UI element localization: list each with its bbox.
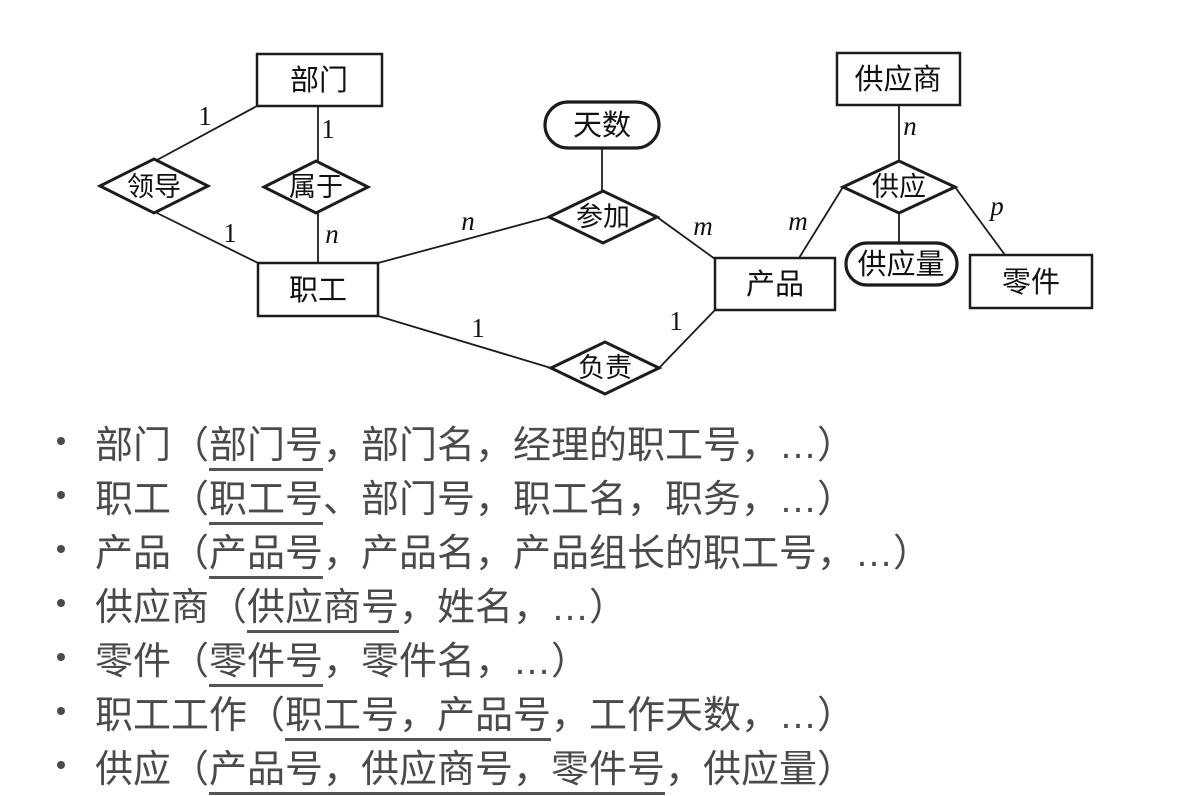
relationship-participate: 参加 — [545, 189, 661, 245]
entity-supplier-label: 供应商 — [854, 63, 941, 96]
schema-text-segment: ，部门名，经理的职工号，…） — [323, 424, 856, 467]
cardinality-emp-participate: n — [461, 206, 475, 236]
schema-text-segment: 、部门号，职工名，职务，…） — [323, 478, 856, 521]
list-item: 零件（零件号，零件名，…） — [57, 630, 1157, 687]
list-item: 供应（产品号，供应商号，零件号，供应量） — [57, 738, 1157, 795]
list-item: 产品（产品号，产品名，产品组长的职工号，…） — [57, 522, 1157, 579]
cardinality-belong-emp: n — [325, 219, 339, 249]
relationship-lead-label: 领导 — [127, 172, 181, 202]
entity-product-label: 产品 — [746, 268, 804, 301]
schema-text-segment: ，工作天数，…） — [551, 694, 856, 737]
primary-key-segment: 产品号 — [209, 532, 324, 579]
relationship-responsible-label: 负责 — [578, 353, 632, 383]
bullet-icon — [57, 491, 65, 499]
attribute-supply-amount: 供应量 — [844, 241, 959, 287]
schema-text-segment: 供应商（ — [95, 586, 248, 629]
attribute-days: 天数 — [543, 100, 661, 150]
cardinality-lead-emp: 1 — [223, 218, 237, 248]
schema-text: 产品（产品号，产品名，产品组长的职工号，…） — [95, 522, 932, 579]
bullet-icon — [57, 437, 65, 445]
schema-text-segment: 职工工作（ — [95, 694, 286, 737]
schema-text-segment: ，零件名，…） — [323, 640, 590, 683]
schema-text: 职工工作（职工号，产品号，工作天数，…） — [95, 684, 856, 741]
schema-text: 供应（产品号，供应商号，零件号，供应量） — [95, 738, 856, 795]
edge-employee-participate — [377, 216, 550, 264]
entity-employee-label: 职工 — [289, 275, 347, 307]
cardinality-dept-belong: 1 — [321, 114, 335, 144]
primary-key-segment: 职工号 — [209, 478, 324, 525]
entity-employee: 职工 — [256, 261, 380, 318]
schema-text-segment: ，产品名，产品组长的职工号，…） — [323, 532, 932, 575]
cardinality-emp-responsible: 1 — [471, 313, 485, 343]
er-diagram: 部门 职工 产品 供应商 零件 领导 属于 参加 — [96, 51, 1094, 396]
schema-list: 部门（部门号，部门名，经理的职工号，…）职工（职工号、部门号，职工名，职务，…）… — [57, 414, 1157, 795]
bullet-icon — [57, 545, 65, 553]
entity-part: 零件 — [968, 253, 1094, 310]
schema-text-segment: 供应（ — [95, 748, 210, 791]
cardinality-dept-lead: 1 — [198, 101, 212, 131]
primary-key-segment: 部门号 — [209, 424, 324, 471]
edge-participate-product — [656, 216, 716, 260]
schema-text-segment: 产品（ — [95, 532, 210, 575]
entity-part-label: 零件 — [1002, 266, 1060, 299]
relationship-lead: 领导 — [96, 157, 212, 215]
list-item: 职工工作（职工号，产品号，工作天数，…） — [57, 684, 1157, 741]
relationship-belong: 属于 — [260, 159, 372, 215]
bullet-icon — [57, 761, 65, 769]
attribute-days-label: 天数 — [573, 109, 631, 142]
primary-key-segment: 职工号，产品号 — [285, 694, 552, 741]
bullet-icon — [57, 653, 65, 661]
schema-text: 零件（零件号，零件名，…） — [95, 630, 590, 687]
entity-product: 产品 — [713, 256, 837, 312]
bullet-icon — [57, 599, 65, 607]
schema-text-segment: 部门（ — [95, 424, 210, 467]
schema-text: 部门（部门号，部门名，经理的职工号，…） — [95, 414, 856, 471]
edge-lead-employee — [156, 212, 259, 264]
edge-supply-part — [954, 186, 1006, 256]
list-item: 部门（部门号，部门名，经理的职工号，…） — [57, 414, 1157, 471]
edge-department-lead — [156, 105, 258, 161]
entity-department-label: 部门 — [290, 64, 348, 97]
schema-text-segment: 零件（ — [95, 640, 210, 683]
relationship-responsible: 负责 — [547, 340, 663, 396]
entity-supplier: 供应商 — [835, 51, 962, 107]
schema-text-segment: ，供应量） — [665, 748, 856, 791]
relationship-supply-label: 供应 — [872, 172, 926, 202]
primary-key-segment: 零件号 — [209, 640, 324, 687]
relationship-belong-label: 属于 — [289, 172, 343, 202]
schema-text: 供应商（供应商号，姓名，…） — [95, 576, 628, 633]
edge-employee-responsible — [377, 315, 552, 369]
entity-department: 部门 — [255, 52, 384, 108]
edge-supply-product — [798, 186, 844, 259]
schema-text: 职工（职工号、部门号，职工名，职务，…） — [95, 468, 856, 525]
primary-key-segment: 供应商号 — [247, 586, 400, 633]
primary-key-segment: 产品号，供应商号，零件号 — [209, 748, 666, 795]
cardinality-responsible-product: 1 — [669, 306, 683, 336]
edge-responsible-product — [658, 309, 716, 369]
cardinality-participate-product: m — [693, 211, 713, 241]
list-item: 职工（职工号、部门号，职工名，职务，…） — [57, 468, 1157, 525]
cardinality-supplier-supply: n — [903, 111, 917, 141]
cardinality-supply-part: p — [988, 191, 1004, 221]
list-item: 供应商（供应商号，姓名，…） — [57, 576, 1157, 633]
schema-text-segment: ，姓名，…） — [399, 586, 628, 629]
schema-text-segment: 职工（ — [95, 478, 210, 521]
bullet-icon — [57, 707, 65, 715]
attribute-supply-amount-label: 供应量 — [857, 248, 944, 281]
relationship-supply: 供应 — [839, 159, 959, 215]
relationship-participate-label: 参加 — [576, 202, 630, 232]
cardinality-product-supply: m — [788, 206, 808, 236]
